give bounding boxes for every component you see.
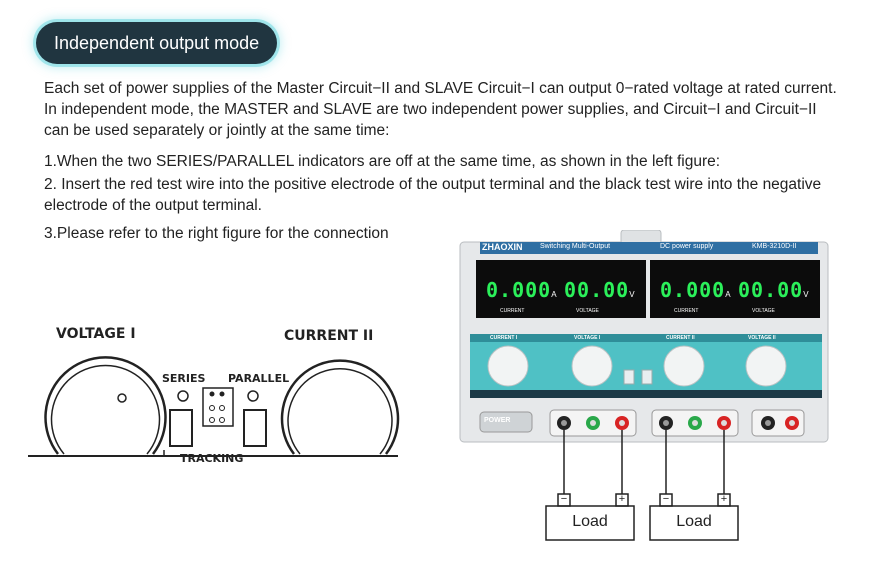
left-unit-a: A <box>551 290 557 299</box>
step-2: 2. Insert the red test wire into the pos… <box>44 176 822 214</box>
disp-voltage-label-2: VOLTAGE <box>752 308 775 314</box>
right-voltage-display: 00.00V <box>738 278 809 302</box>
right-current-value: 0.000 <box>660 278 726 302</box>
right-load-label: Load <box>676 513 712 530</box>
left-voltage-value: 00.00 <box>564 278 630 302</box>
step-1: 1.When the two SERIES/PARALLEL indicator… <box>44 153 721 170</box>
right-minus-sign: − <box>662 493 670 505</box>
right-current-display: 0.000A <box>660 278 731 302</box>
knob-label-current-ii: CURRENT II <box>666 335 695 341</box>
left-current-display: 0.000A <box>486 278 557 302</box>
left-plus-sign: + <box>618 493 626 505</box>
left-unit-v: V <box>629 290 635 299</box>
power-button[interactable]: POWER <box>484 417 511 424</box>
series-label: SERIES <box>162 372 206 385</box>
panel-drawing <box>28 356 400 457</box>
knob-label-current-i: CURRENT I <box>490 335 518 341</box>
disp-current-label-2: CURRENT <box>674 308 699 314</box>
left-current-value: 0.000 <box>486 278 552 302</box>
intro-paragraph: Each set of power supplies of the Master… <box>44 80 837 139</box>
model-label: KMB-3210D-II <box>752 243 797 250</box>
right-plus-sign: + <box>720 493 728 505</box>
parallel-label: PARALLEL <box>228 372 290 385</box>
right-unit-v: V <box>803 290 809 299</box>
current-ii-label: CURRENT II <box>284 328 374 344</box>
control-panel-figure: VOLTAGE I CURRENT II SERIES PARALLEL TRA… <box>28 318 408 468</box>
power-supply-device: ZHAOXIN Switching Multi-Output DC power … <box>456 230 832 448</box>
right-voltage-value: 00.00 <box>738 278 804 302</box>
knob-label-voltage-i: VOLTAGE I <box>574 335 601 341</box>
right-unit-a: A <box>725 290 731 299</box>
section-heading: Independent output mode <box>36 22 278 64</box>
brand-label: ZHAOXIN <box>482 242 523 252</box>
subtitle-label: Switching Multi-Output <box>540 243 611 250</box>
disp-voltage-label-1: VOLTAGE <box>576 308 599 314</box>
left-load-label: Load <box>572 513 608 530</box>
knob-label-voltage-ii: VOLTAGE II <box>748 335 776 341</box>
left-voltage-display: 00.00V <box>564 278 635 302</box>
step-3: 3.Please refer to the right figure for t… <box>44 225 389 242</box>
voltage-i-label: VOLTAGE I <box>56 326 136 342</box>
left-minus-sign: − <box>560 493 568 505</box>
dc-label: DC power supply <box>660 243 714 250</box>
disp-current-label-1: CURRENT <box>500 308 525 314</box>
device-body <box>459 230 829 443</box>
